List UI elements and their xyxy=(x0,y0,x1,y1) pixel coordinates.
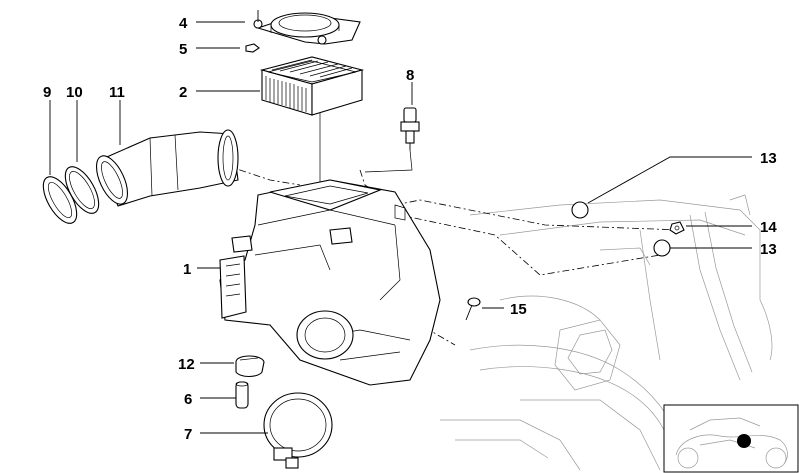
callout-14: 14 xyxy=(760,219,777,236)
part-13-ring-upper xyxy=(571,201,589,219)
part-15-screw xyxy=(465,297,481,321)
part-5-nut xyxy=(245,43,260,53)
callout-7: 7 xyxy=(184,426,192,443)
location-inset xyxy=(663,404,799,473)
location-dot-icon xyxy=(737,434,751,448)
callout-2: 2 xyxy=(179,84,187,101)
callout-6: 6 xyxy=(184,391,192,408)
part-12-hose-clamp xyxy=(235,355,265,378)
part-7-clamp-band xyxy=(263,392,333,469)
callout-13-upper: 13 xyxy=(760,150,777,167)
callout-13-lower: 13 xyxy=(760,241,777,258)
callout-4: 4 xyxy=(179,15,188,32)
motorcycle-frame-background xyxy=(440,194,773,471)
callout-1: 1 xyxy=(183,261,191,278)
air-box-outlet-ring xyxy=(296,310,354,360)
callout-12: 12 xyxy=(178,356,195,373)
part-4-intake-flange xyxy=(253,10,361,45)
callout-11: 11 xyxy=(109,84,125,101)
callout-9: 9 xyxy=(43,84,51,101)
part-1-air-box-housing xyxy=(219,179,441,386)
part-2-air-filter xyxy=(259,56,365,116)
callout-5: 5 xyxy=(179,41,187,58)
part-11-intake-boot xyxy=(95,129,239,207)
callout-labels: 4 5 2 8 9 10 11 1 12 6 7 15 13 14 13 xyxy=(43,15,777,443)
part-8-temperature-sensor xyxy=(400,107,420,150)
part-6-drain-plug xyxy=(235,381,249,409)
part-14-nut xyxy=(669,221,685,235)
leader-lines xyxy=(49,21,752,434)
callout-10: 10 xyxy=(66,84,83,101)
callout-15: 15 xyxy=(510,301,527,318)
part-13-ring-lower xyxy=(653,239,671,257)
callout-8: 8 xyxy=(406,67,414,84)
part-10-clamp xyxy=(64,166,100,214)
